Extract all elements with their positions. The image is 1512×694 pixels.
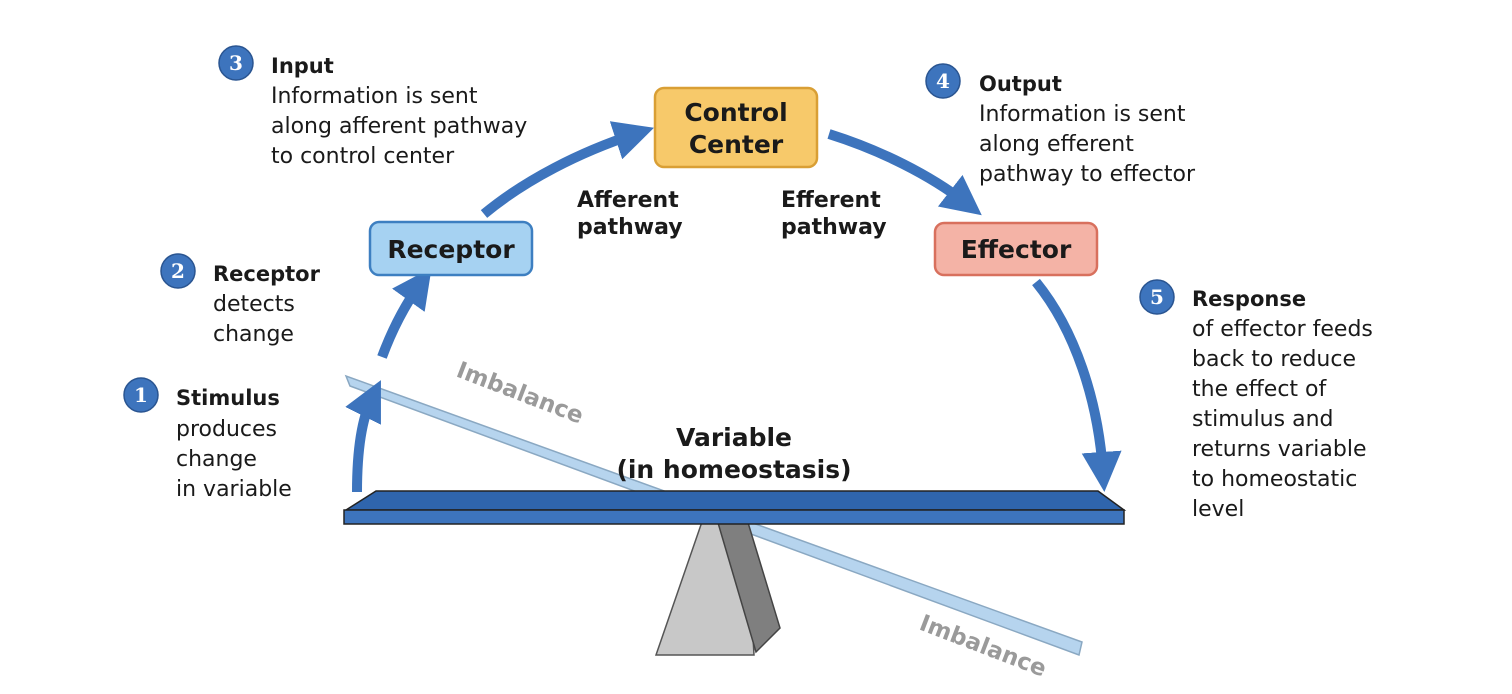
svg-text:back to reduce: back to reduce [1192,347,1356,372]
svg-text:1: 1 [134,383,148,407]
step-3-title: Input [271,54,334,78]
variable-label: Variable (in homeostasis) [616,423,851,484]
svg-text:Efferent: Efferent [781,188,881,213]
step-response: 5 Response of effector feeds back to red… [1139,279,1373,522]
step-2-title: Receptor [213,262,321,286]
svg-text:along efferent: along efferent [979,132,1134,157]
afferent-pathway-label: Afferent pathway [577,188,683,240]
svg-text:the effect of: the effect of [1192,377,1328,402]
efferent-pathway-label: Efferent pathway [781,188,887,240]
svg-text:along afferent pathway: along afferent pathway [271,114,527,139]
step-input: 3 Input Information is sent along affere… [218,45,527,169]
svg-text:Variable: Variable [676,423,792,452]
svg-text:to control center: to control center [271,144,455,169]
svg-text:2: 2 [171,259,185,283]
effector-box-label: Effector [961,235,1072,264]
step-1-badge [123,377,159,413]
svg-text:change: change [176,447,257,472]
svg-text:to homeostatic: to homeostatic [1192,467,1357,492]
svg-text:5: 5 [1150,285,1164,309]
svg-text:Afferent: Afferent [577,188,679,213]
svg-text:Information is sent: Information is sent [271,84,478,109]
step-stimulus: 1 Stimulus produces change in variable [123,377,292,502]
svg-text:detects: detects [213,292,295,317]
level-beam-top [343,490,1127,511]
imbalance-label-lower: Imbalance [916,610,1050,682]
svg-text:(in homeostasis): (in homeostasis) [616,455,851,484]
svg-text:3: 3 [229,51,243,75]
svg-text:in variable: in variable [176,477,292,502]
svg-text:pathway: pathway [781,215,887,240]
svg-text:pathway to effector: pathway to effector [979,162,1196,187]
step-5-badge [1139,279,1175,315]
control-center-label-line2: Center [689,130,784,159]
stimulus-arrow [345,380,381,493]
svg-text:returns variable: returns variable [1192,437,1366,462]
step-3-badge [218,45,254,81]
step-receptor: 2 Receptor detects change [160,253,321,347]
svg-text:change: change [213,322,294,347]
step-2-badge [160,253,196,289]
step-4-title: Output [979,72,1062,96]
receptor-detect-arrow [377,267,432,359]
svg-text:produces: produces [176,417,277,442]
effector-box: Effector [933,221,1099,277]
level-beam [343,509,1125,525]
efferent-arrow [827,129,982,216]
afferent-arrow [480,121,655,218]
receptor-box: Receptor [368,220,534,277]
control-center-box: Control Center [653,86,819,169]
svg-text:of effector feeds: of effector feeds [1192,317,1373,342]
response-arrow [1032,278,1122,492]
step-1-title: Stimulus [176,386,280,410]
svg-text:stimulus and: stimulus and [1192,407,1333,432]
step-5-title: Response [1192,287,1306,311]
imbalance-label-upper: Imbalance [453,357,587,429]
control-center-label-line1: Control [684,98,787,127]
svg-text:pathway: pathway [577,215,683,240]
step-4-badge [925,63,961,99]
svg-text:level: level [1192,497,1244,522]
step-output: 4 Output Information is sent along effer… [925,63,1196,187]
receptor-box-label: Receptor [387,235,515,264]
svg-text:4: 4 [936,69,950,93]
svg-text:Information is sent: Information is sent [979,102,1186,127]
